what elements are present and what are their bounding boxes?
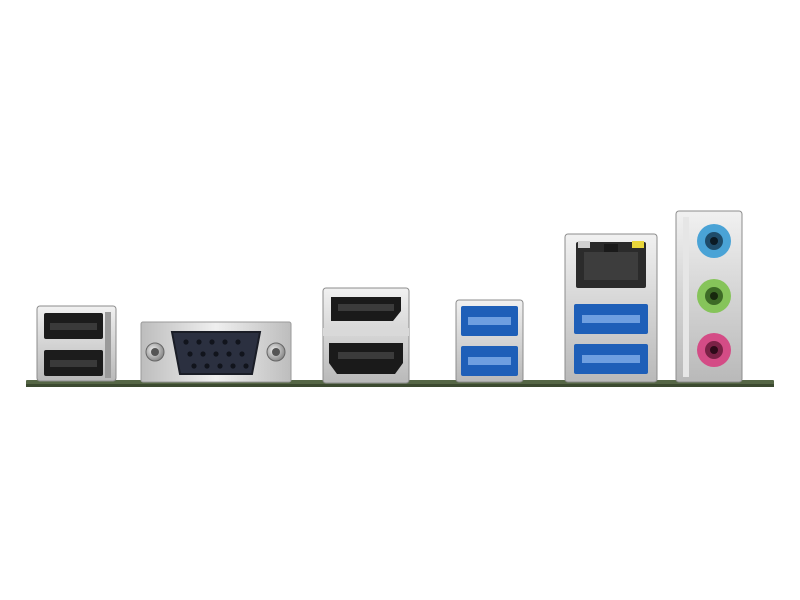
vga-port [140, 321, 292, 383]
mic-in-jack [697, 333, 731, 367]
usb2-port-stack [36, 305, 117, 382]
vga-pin [196, 339, 202, 345]
line-out-jack [697, 279, 731, 313]
line-in-jack [697, 224, 731, 258]
usb3-port-stack-left [455, 299, 524, 383]
vga-pin [217, 363, 223, 369]
audio-jacks [675, 210, 743, 383]
vga-pin [213, 351, 219, 357]
displayport-hdmi-stack [322, 287, 410, 384]
vga-pin [187, 351, 193, 357]
lan-usb3-stack [564, 233, 658, 383]
vga-pin [222, 339, 228, 345]
vga-pin [226, 351, 232, 357]
vga-pin [235, 339, 241, 345]
vga-pin [230, 363, 236, 369]
vga-pin [243, 363, 249, 369]
vga-pin [191, 363, 197, 369]
vga-pin [239, 351, 245, 357]
vga-pin [204, 363, 210, 369]
lan-led [632, 241, 644, 248]
vga-pin [200, 351, 206, 357]
vga-pin [209, 339, 215, 345]
vga-pin [183, 339, 189, 345]
